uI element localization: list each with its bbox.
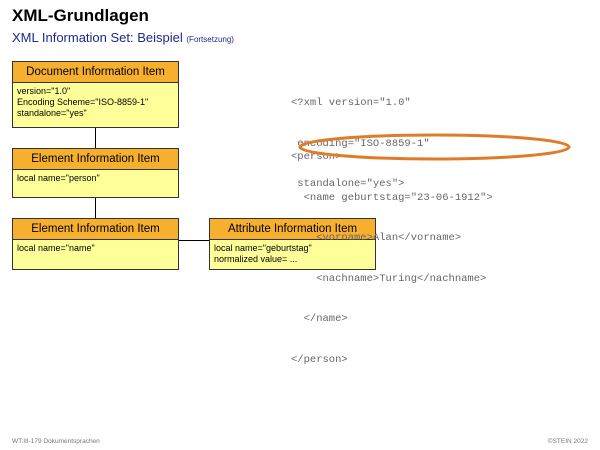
document-property-encoding: Encoding Scheme="ISO-8859-1" (17, 97, 149, 107)
code-line: standalone="yes"> (291, 178, 405, 190)
element-name-title: Element Information Item (13, 219, 178, 240)
connector-person-name (95, 198, 96, 218)
subtitle-text: XML Information Set: Beispiel (12, 30, 183, 45)
attribute-local-name: local name="geburtstag" (214, 243, 312, 253)
highlight-ellipse (298, 133, 571, 161)
footer-left: WT:III-179 Dokumentsprachen (12, 438, 100, 445)
code-line: <vorname>Alan</vorname> (291, 232, 462, 244)
xml-body-code: <person> <name geburtstag="23-06-1912"> … (291, 124, 493, 381)
element-name-local-name: local name="name" (17, 243, 95, 253)
attribute-item-properties: local name="geburtstag" normalized value… (210, 240, 375, 268)
code-line: </name> (291, 313, 348, 325)
footer-right: ©STEIN 2022 (547, 438, 588, 445)
slide-title: XML-Grundlagen (12, 6, 149, 25)
code-line: <nachname>Turing</nachname> (291, 272, 487, 285)
attribute-information-item: Attribute Information Item local name="g… (209, 218, 376, 270)
subtitle-note: (Fortsetzung) (186, 35, 234, 44)
document-information-item: Document Information Item version="1.0" … (12, 61, 179, 128)
element-name-properties: local name="name" (13, 240, 178, 257)
element-information-item-person: Element Information Item local name="per… (12, 148, 179, 198)
element-person-properties: local name="person" (13, 170, 178, 187)
document-property-version: version="1.0" (17, 86, 71, 96)
connector-name-attribute (179, 240, 209, 241)
code-line: <?xml version="1.0" (291, 97, 411, 109)
slide-subtitle: XML Information Set: Beispiel (Fortsetzu… (12, 30, 234, 45)
code-line-highlighted: <name geburtstag="23-06-1912"> (291, 191, 493, 204)
attribute-item-title: Attribute Information Item (210, 219, 375, 240)
code-line: </person> (291, 353, 348, 366)
element-person-local-name: local name="person" (17, 173, 100, 183)
document-item-properties: version="1.0" Encoding Scheme="ISO-8859-… (13, 83, 178, 122)
element-person-title: Element Information Item (13, 149, 178, 170)
attribute-normalized-value: normalized value= ... (214, 254, 298, 264)
document-item-title: Document Information Item (13, 62, 178, 83)
document-property-standalone: standalone="yes" (17, 108, 87, 118)
connector-document-person (95, 128, 96, 148)
element-information-item-name: Element Information Item local name="nam… (12, 218, 179, 270)
